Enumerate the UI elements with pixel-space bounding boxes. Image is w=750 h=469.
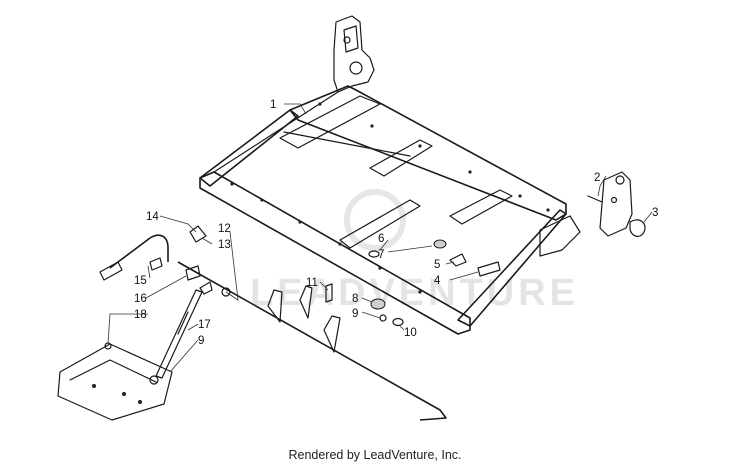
callout-15: 15 bbox=[134, 275, 147, 287]
callout-8: 8 bbox=[352, 293, 358, 305]
callout-16: 16 bbox=[134, 293, 147, 305]
leadventure-watermark: LEADVENTURE bbox=[250, 189, 579, 314]
callout-1: 1 bbox=[270, 99, 276, 111]
callout-10: 10 bbox=[404, 327, 417, 339]
hardware bbox=[325, 239, 501, 327]
callout-7: 7 bbox=[378, 249, 384, 261]
footer-credit: Rendered by LeadVenture, Inc. bbox=[288, 448, 462, 462]
callout-18: 18 bbox=[134, 309, 147, 321]
callout-9-lower: 9 bbox=[198, 335, 204, 347]
handle-assembly bbox=[57, 225, 447, 421]
callout-9: 9 bbox=[352, 308, 358, 320]
callout-4: 4 bbox=[434, 275, 441, 287]
watermark-text: LEADVENTURE bbox=[250, 272, 579, 314]
callout-3: 3 bbox=[652, 207, 658, 219]
rear-mount-bracket bbox=[333, 15, 375, 93]
callout-5: 5 bbox=[434, 259, 440, 271]
main-frame bbox=[199, 85, 581, 353]
frame-holes bbox=[230, 102, 550, 294]
leader-lines bbox=[107, 103, 653, 373]
callout-11: 11 bbox=[306, 277, 318, 289]
callout-17: 17 bbox=[198, 319, 211, 331]
callout-12: 12 bbox=[218, 223, 231, 235]
front-mount-bracket bbox=[587, 171, 646, 237]
callout-13: 13 bbox=[218, 239, 231, 251]
callout-6: 6 bbox=[378, 233, 384, 245]
callout-2: 2 bbox=[594, 172, 600, 184]
callout-labels: 1 2 3 4 5 6 7 8 9 10 11 12 13 14 15 16 1… bbox=[134, 99, 658, 347]
callout-14: 14 bbox=[146, 211, 159, 223]
